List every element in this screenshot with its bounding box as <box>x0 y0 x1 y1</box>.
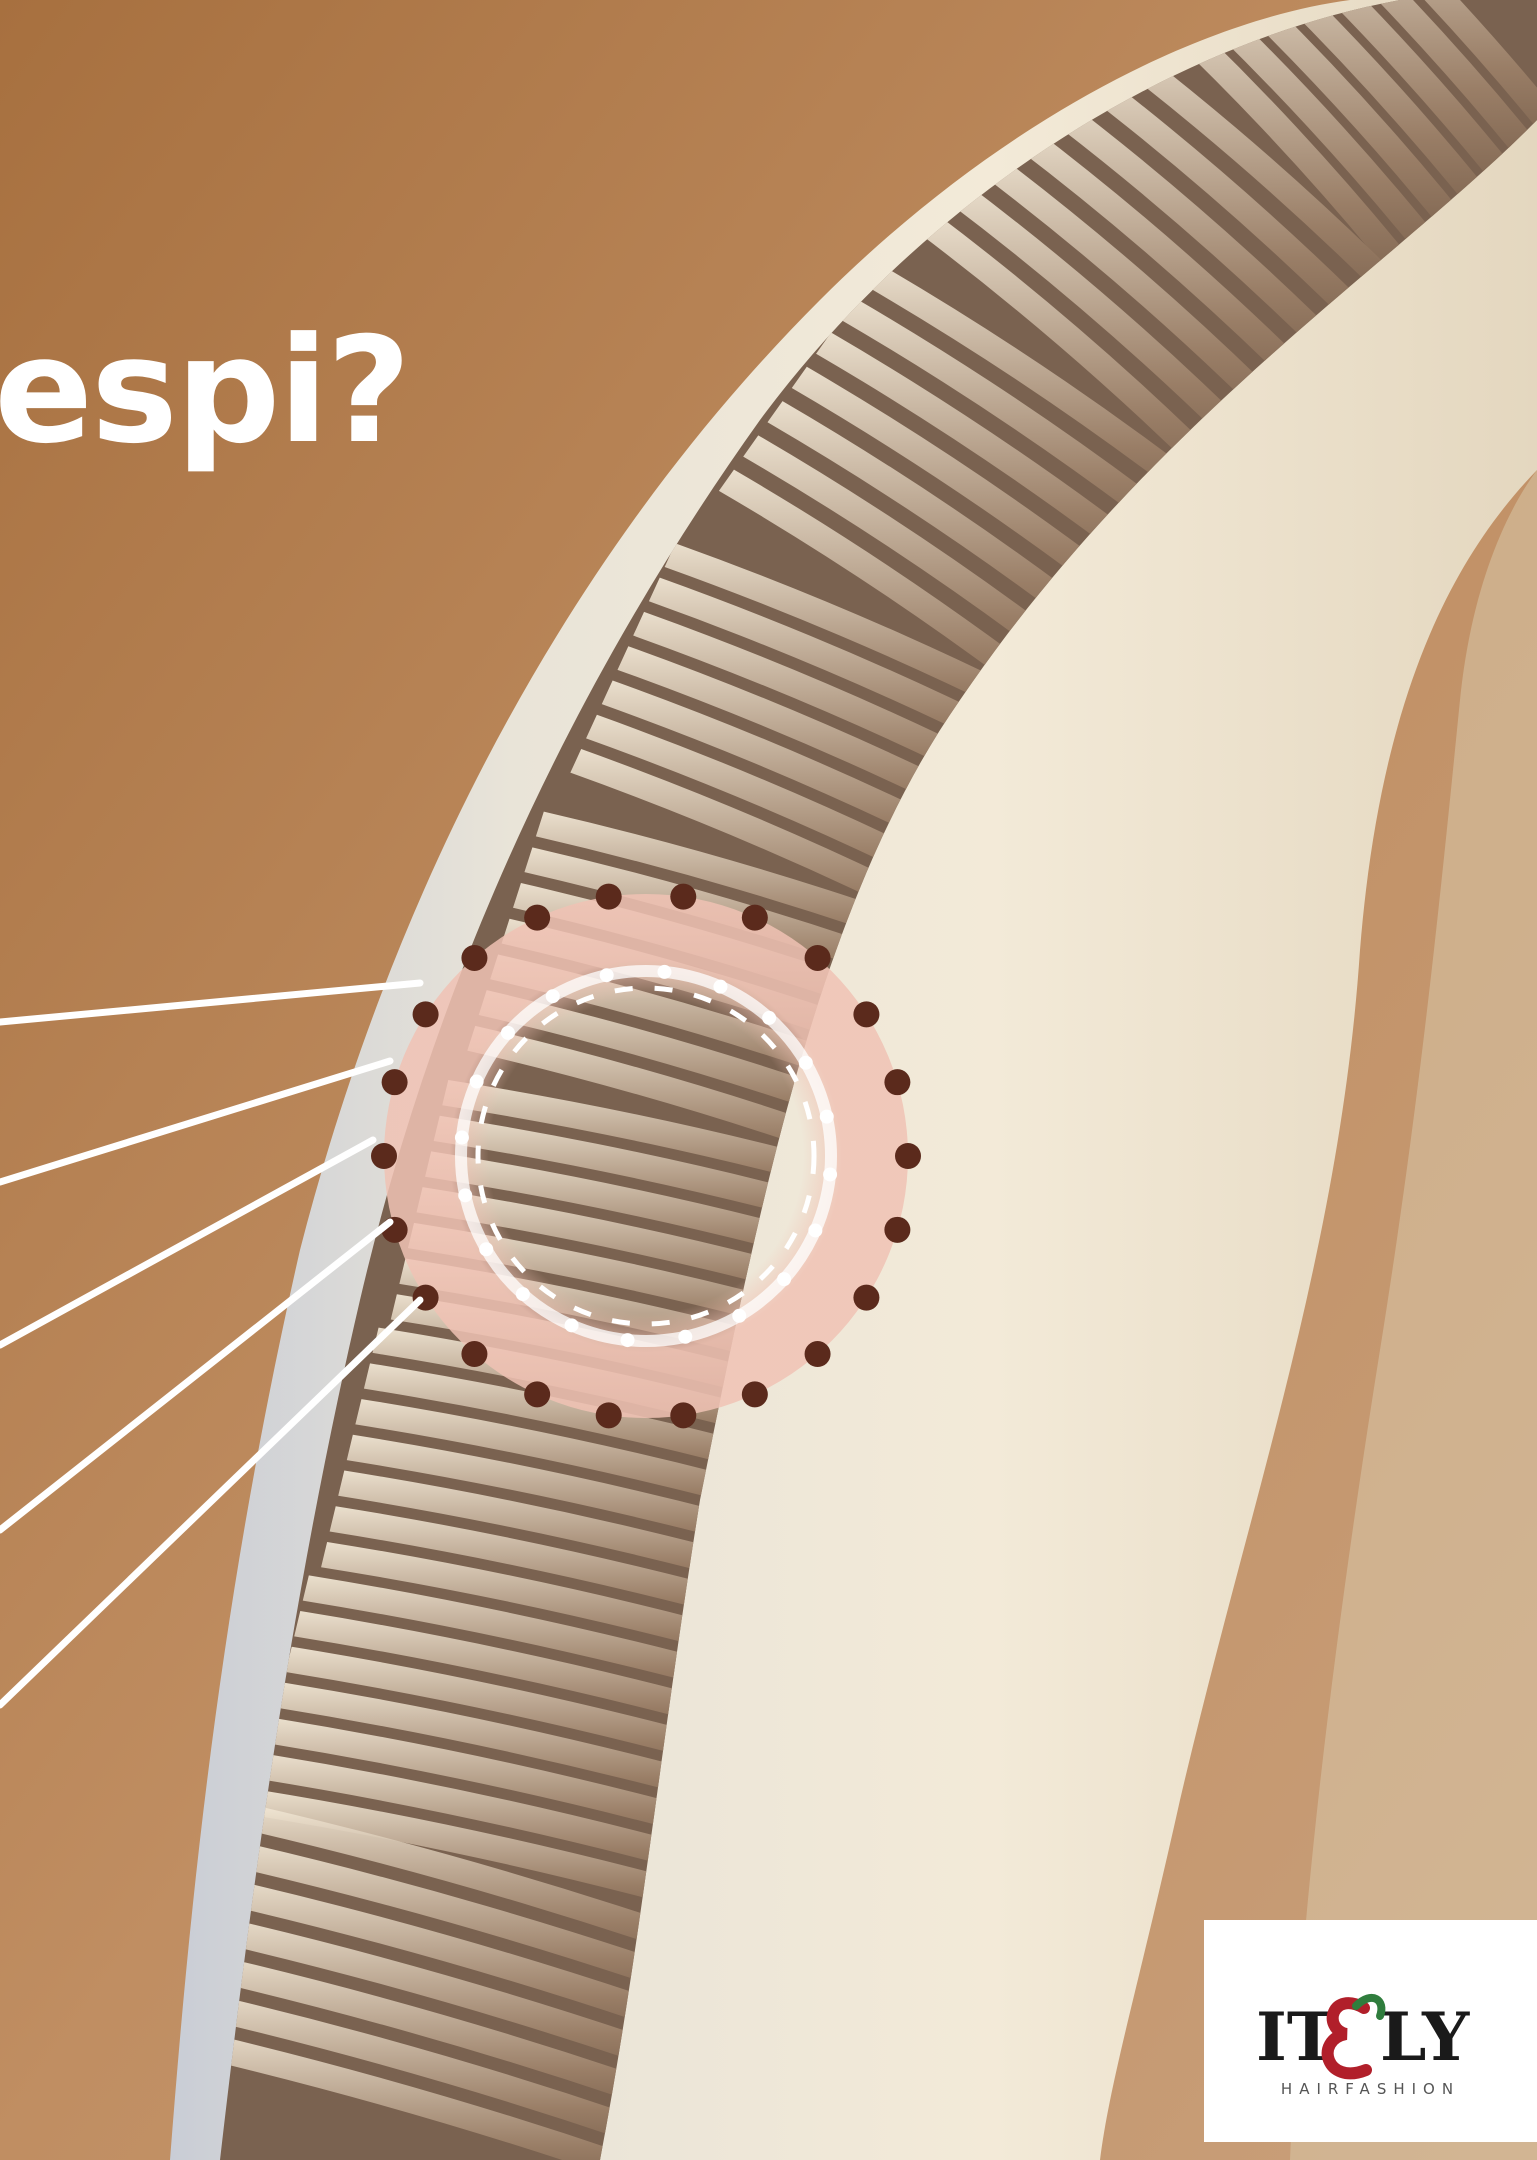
svg-text:IT: IT <box>1256 1998 1336 2076</box>
inner-dot <box>799 1056 813 1070</box>
inner-dot <box>657 965 671 979</box>
inner-dot <box>470 1075 484 1089</box>
inner-dot <box>546 989 560 1003</box>
outer-dot <box>805 945 831 971</box>
inner-dot <box>501 1026 515 1040</box>
outer-dot <box>742 905 768 931</box>
outer-dot <box>742 1381 768 1407</box>
inner-dot <box>820 1110 834 1124</box>
outer-dot <box>895 1143 921 1169</box>
outer-dot <box>853 1285 879 1311</box>
outer-dot <box>853 1001 879 1027</box>
inner-dot <box>732 1309 746 1323</box>
outer-dot <box>670 1402 696 1428</box>
inner-dot <box>823 1167 837 1181</box>
inner-dot <box>808 1223 822 1237</box>
inner-dot <box>455 1131 469 1145</box>
inner-dot <box>678 1330 692 1344</box>
outer-dot <box>884 1217 910 1243</box>
outer-dot <box>413 1001 439 1027</box>
inner-dot <box>565 1318 579 1332</box>
inner-dot <box>621 1333 635 1347</box>
outer-dot <box>596 1402 622 1428</box>
itely-logo-mark: IT LY <box>1204 1920 1537 2142</box>
inner-dot <box>777 1272 791 1286</box>
outer-dot <box>461 945 487 971</box>
inner-dot <box>479 1242 493 1256</box>
outer-dot <box>524 1381 550 1407</box>
svg-text:LY: LY <box>1380 1998 1470 2076</box>
outer-dot <box>461 1341 487 1367</box>
outer-dot <box>805 1341 831 1367</box>
inner-dot <box>458 1188 472 1202</box>
inner-dot <box>762 1011 776 1025</box>
itely-logo: IT LY HAIRFASHION <box>1204 1920 1537 2142</box>
outer-dot <box>884 1069 910 1095</box>
headline: espi? <box>0 318 409 464</box>
outer-dot <box>596 884 622 910</box>
outer-dot <box>382 1069 408 1095</box>
inner-dot <box>600 968 614 982</box>
inner-dot <box>713 980 727 994</box>
outer-dot <box>670 884 696 910</box>
itely-tagline: HAIRFASHION <box>1204 2080 1537 2098</box>
outer-dot <box>371 1143 397 1169</box>
inner-dot <box>516 1287 530 1301</box>
outer-dot <box>524 905 550 931</box>
